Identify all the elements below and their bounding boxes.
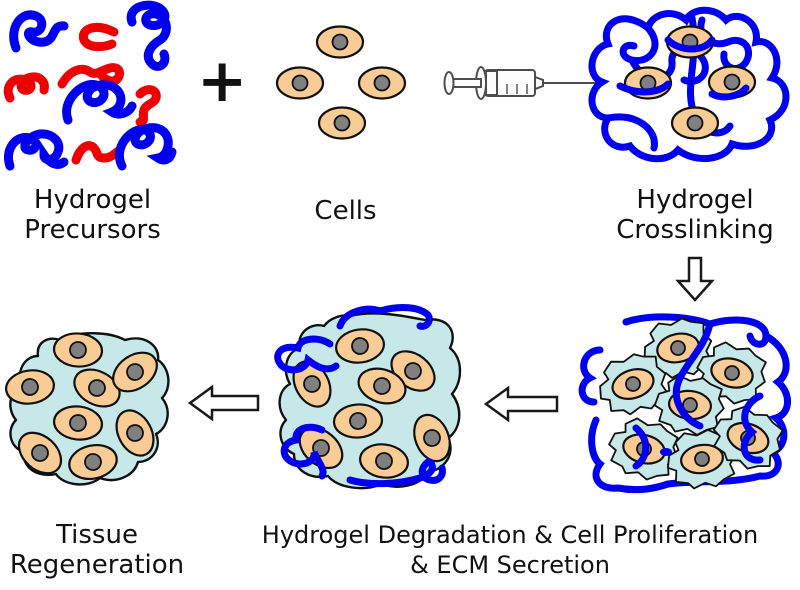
hydrogel-network-strand <box>632 424 650 470</box>
arrow-left-icon <box>187 384 260 422</box>
polymer-strand-blue <box>114 123 177 171</box>
hydrogel-network-strand <box>622 313 770 348</box>
hydrogel-network-strand <box>664 332 791 488</box>
polymer-strand-red <box>135 85 161 127</box>
syringe-plunger-seal <box>485 70 498 96</box>
label-hydrogel-crosslinking: Hydrogel Crosslinking <box>592 185 798 245</box>
hydrogel-fragment <box>660 448 672 456</box>
label-line: Cells <box>314 196 377 226</box>
label-line: & ECM Secretion <box>410 551 610 579</box>
polymer-strand-red <box>3 72 49 103</box>
polymer-strand-red <box>78 23 119 52</box>
degradation-figure <box>274 304 462 490</box>
label-line: Hydrogel <box>33 185 152 215</box>
label-line: Crosslinking <box>616 215 774 245</box>
label-degradation: Hydrogel Degradation & Cell Proliferatio… <box>220 520 800 580</box>
syringe-icon <box>443 66 598 100</box>
arrow-left-icon <box>483 385 559 423</box>
label-cells: Cells <box>293 196 398 226</box>
syringe-neck <box>534 75 544 91</box>
label-hydrogel-precursors: Hydrogel Precursors <box>0 185 190 245</box>
label-line: Regeneration <box>9 550 185 580</box>
plus-sign: + <box>197 46 248 116</box>
encapsulated-cells-figure <box>578 313 791 494</box>
hydrogel-precursors-figure <box>3 0 177 171</box>
hydrogel-network-strand <box>274 335 340 374</box>
cell <box>317 106 367 140</box>
cell <box>315 25 365 59</box>
polymer-strand-blue <box>62 79 137 125</box>
cell <box>670 106 720 140</box>
label-line: Precursors <box>24 215 161 245</box>
hydrogel-network-strand <box>664 36 716 53</box>
arrow-down-icon <box>675 256 715 302</box>
label-line: Hydrogel <box>636 185 754 215</box>
cell <box>275 66 325 100</box>
hydrogel-network-strand <box>588 416 672 494</box>
polymer-strand-red <box>71 141 125 165</box>
polymer-strand-red <box>57 63 125 89</box>
hydrogel-network-strand <box>588 6 790 163</box>
hydrogel-network-strand <box>280 423 327 480</box>
label-line: Tissue <box>56 520 138 550</box>
hydrogel-network-strand <box>740 392 764 464</box>
hydrogel-crosslinking-figure <box>588 6 790 163</box>
polymer-strand-blue <box>9 10 69 53</box>
syringe-rod <box>451 78 482 88</box>
hydrogel-network-strand <box>336 304 433 330</box>
hydrogel-network-strand <box>616 80 672 96</box>
hydrogel-network-strand <box>418 458 446 484</box>
polymer-strand-blue <box>126 0 171 71</box>
hydrogel-network-strand <box>578 346 604 406</box>
syringe-plunger-cap <box>443 71 455 95</box>
label-tissue-regeneration: Tissue Regeneration <box>2 520 192 580</box>
cell <box>357 66 407 100</box>
hydrogel-network-strand <box>708 84 750 101</box>
hydrogel-network-strand <box>604 113 658 152</box>
cells-figure <box>275 25 407 140</box>
polymer-strand-blue <box>4 129 69 171</box>
hydrogel-network-strand <box>346 458 436 488</box>
hydrogel-network-strand <box>672 320 714 430</box>
label-line: Hydrogel Degradation & Cell Proliferatio… <box>261 521 759 549</box>
tissue-figure <box>2 330 170 486</box>
